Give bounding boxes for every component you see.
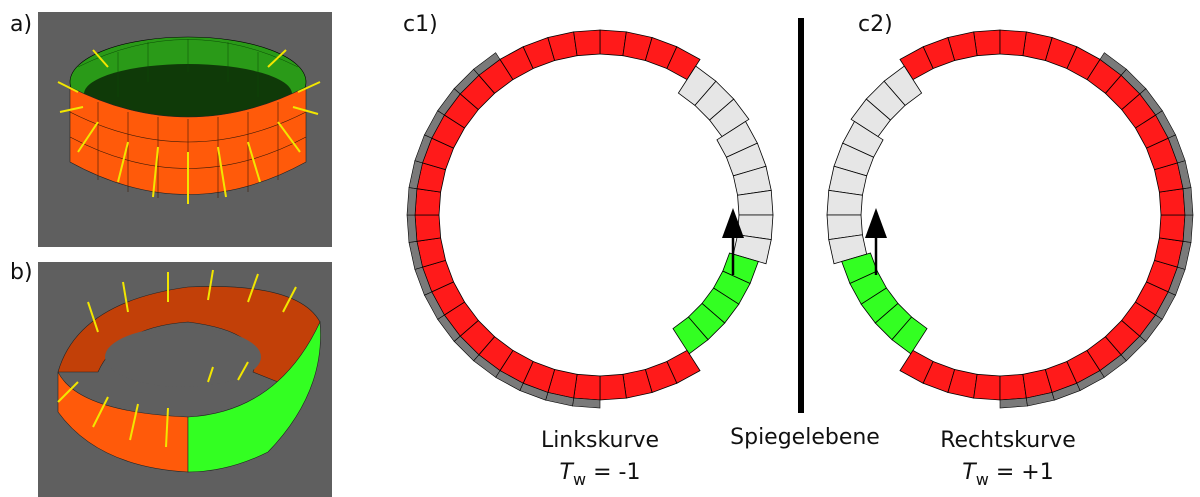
direction-arrow-c2 — [865, 208, 887, 275]
ring-segment — [414, 214, 442, 242]
ring-left-handed — [406, 29, 774, 409]
ring-shadow-segment — [473, 52, 501, 76]
moebius-front-orange — [57, 371, 189, 473]
ring-segment — [737, 189, 774, 216]
twist-right-symbol: T — [962, 460, 976, 485]
ring-segment — [599, 373, 627, 401]
twist-left-value: = -1 — [586, 460, 641, 485]
twist-right-value: = +1 — [988, 460, 1054, 485]
ring-shadow-segment — [406, 187, 418, 216]
ring-shadow-segment — [1099, 52, 1127, 76]
ring-shadow-segment — [1182, 214, 1194, 243]
cylinder-hole — [84, 64, 292, 124]
ring-segment — [973, 29, 1001, 57]
ring-segment — [573, 29, 601, 57]
ring-right-handed — [826, 29, 1194, 409]
panel-label-b: b) — [10, 260, 33, 285]
moebius-hole — [105, 327, 261, 387]
moebius-front-green — [187, 320, 321, 473]
ring-shadow-segment — [572, 397, 601, 409]
twist-right: Tw = +1 — [908, 460, 1108, 489]
twist-left-symbol: T — [559, 460, 573, 485]
ring-segment — [973, 373, 1001, 401]
ring-shadow-segment — [406, 214, 418, 243]
caption-linkskurve: Linkskurve — [540, 428, 660, 453]
cylinder-band-svg — [57, 36, 321, 204]
twist-left: Tw = -1 — [500, 460, 700, 489]
ring-segment — [1158, 188, 1186, 216]
cylinder-band-render — [38, 12, 332, 247]
ring-segment — [999, 29, 1027, 57]
ring-shadow-segment — [999, 397, 1028, 409]
mirror-plane-line — [798, 18, 804, 413]
panel-label-a: a) — [10, 12, 33, 37]
normal-arrows-b — [57, 269, 297, 448]
twist-left-sub: w — [573, 470, 587, 489]
ring-segment — [672, 316, 709, 355]
panel-label-c2: c2) — [858, 12, 893, 37]
ring-segment — [826, 189, 863, 216]
ring-segment — [999, 373, 1027, 401]
ring-segment — [1158, 214, 1186, 242]
direction-arrow-c1 — [722, 208, 744, 275]
ring-segment — [599, 29, 627, 57]
moebius-band-svg — [57, 269, 321, 473]
twist-right-sub: w — [975, 470, 989, 489]
ring-segment — [573, 373, 601, 401]
ring-segment — [891, 316, 928, 355]
panel-label-c1: c1) — [403, 12, 438, 37]
ring-segment — [414, 188, 442, 216]
normal-arrows-a — [57, 49, 321, 204]
moebius-band-render — [38, 262, 332, 497]
caption-rechtskurve: Rechtskurve — [940, 428, 1076, 453]
caption-spiegelebene: Spiegelebene — [730, 425, 880, 450]
ring-shadow-segment — [1182, 187, 1194, 216]
